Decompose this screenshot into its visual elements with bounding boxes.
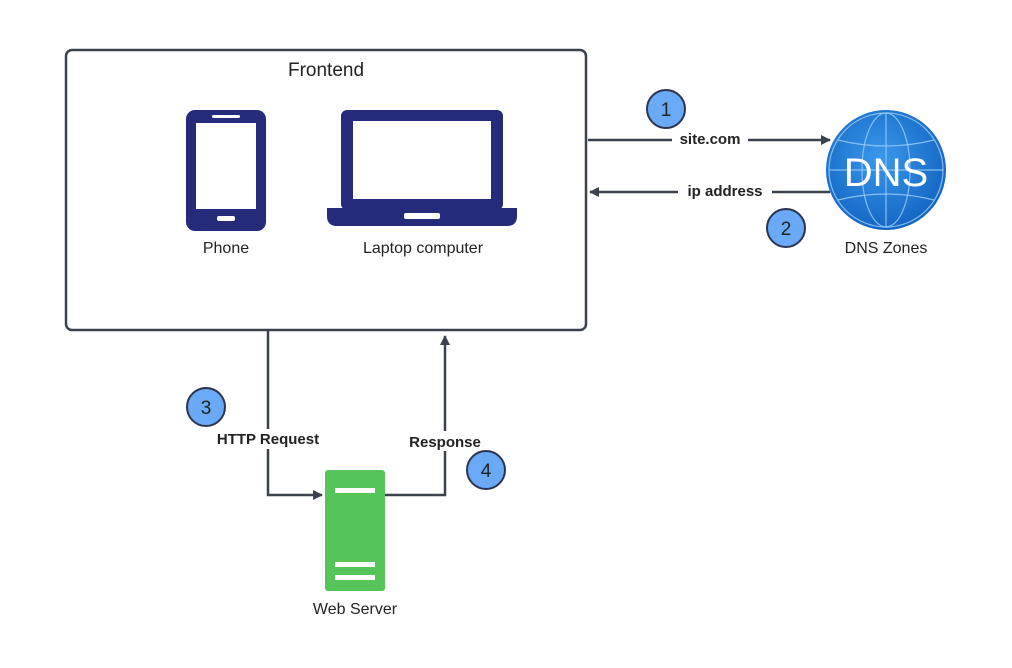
laptop-label: Laptop computer <box>363 240 484 257</box>
step-badge-1: 1 <box>646 89 686 129</box>
step-badge-4: 4 <box>466 450 506 490</box>
phone-label: Phone <box>203 240 249 257</box>
frontend-title: Frontend <box>288 60 364 81</box>
svg-text:2: 2 <box>781 219 792 240</box>
arrow-ip-label: ip address <box>687 183 762 200</box>
svg-text:1: 1 <box>661 100 672 121</box>
phone-icon <box>186 110 266 231</box>
arrow-response-label: Response <box>409 434 481 451</box>
svg-text:4: 4 <box>481 461 492 482</box>
arrow-request <box>266 331 323 500</box>
dns-label: DNS Zones <box>845 240 928 257</box>
dns-logo-text: DNS <box>844 151 928 195</box>
laptop-icon <box>327 110 517 226</box>
arrow-request-label: HTTP Request <box>217 431 319 448</box>
step-badge-3: 3 <box>186 387 226 427</box>
globe-icon <box>826 110 946 230</box>
arrow-site-label: site.com <box>680 131 741 148</box>
frontend-box <box>64 48 588 332</box>
arrow-response <box>385 335 450 497</box>
server-label: Web Server <box>313 601 398 618</box>
svg-text:3: 3 <box>201 398 212 419</box>
server-icon <box>325 470 385 591</box>
step-badge-2: 2 <box>766 208 806 248</box>
